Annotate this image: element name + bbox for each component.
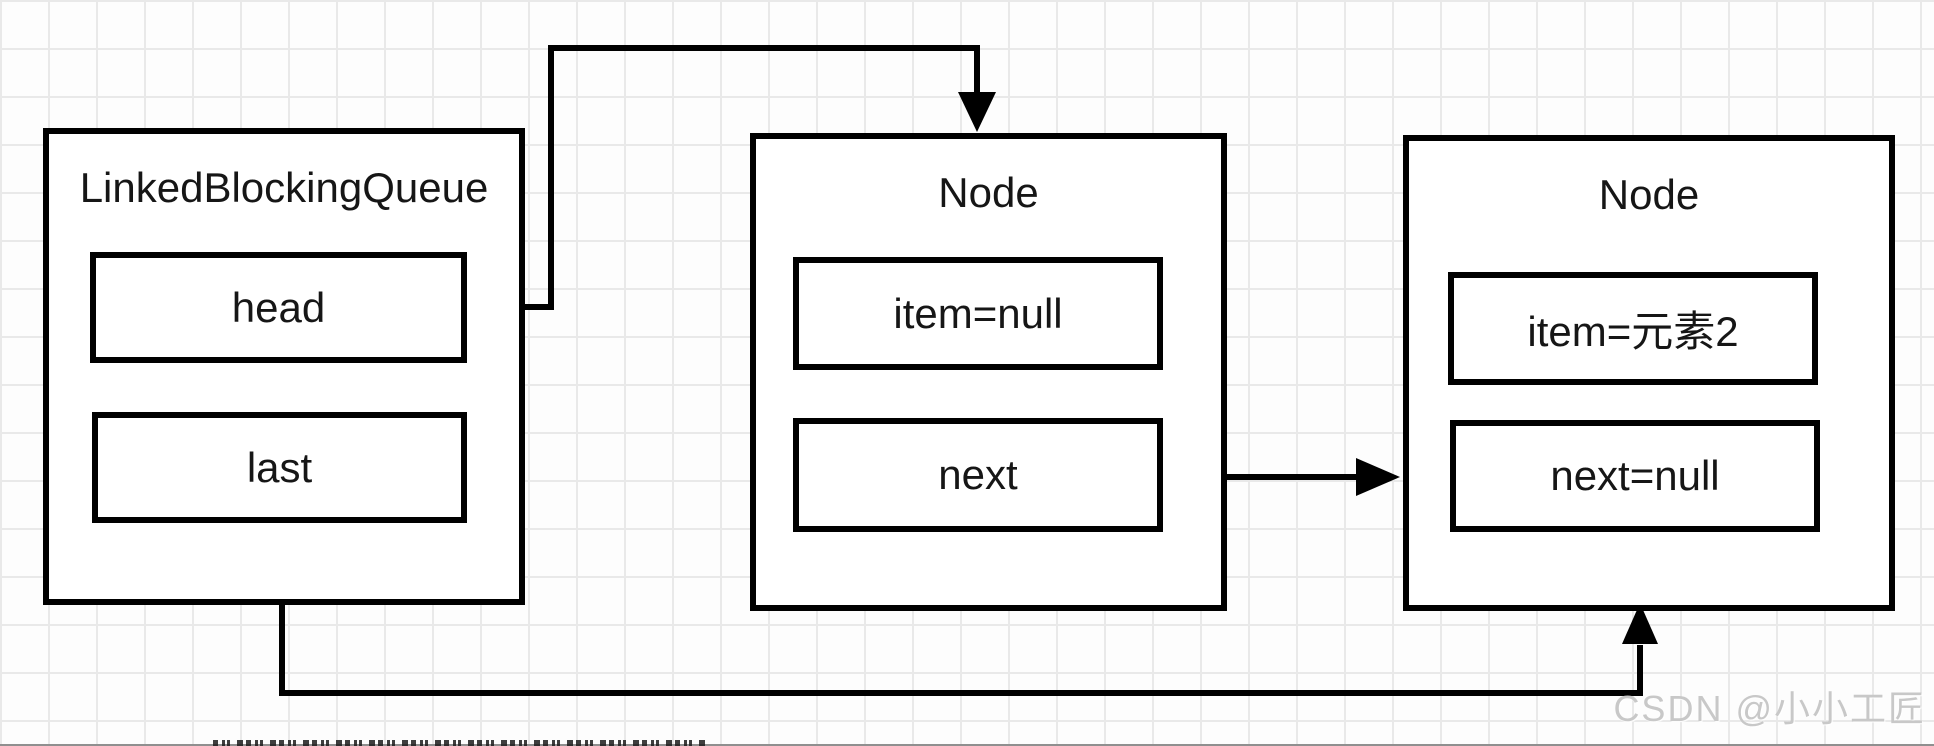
last-label: last bbox=[246, 443, 313, 491]
csdn-watermark: CSDN @小小工匠 bbox=[1613, 688, 1926, 729]
node2-next-field: next=null bbox=[1450, 420, 1820, 532]
arrowhead-right-icon bbox=[1356, 458, 1400, 496]
last-field: last bbox=[92, 412, 467, 523]
node2-item-label: item=元素2 bbox=[1527, 308, 1739, 355]
head-label: head bbox=[231, 283, 326, 331]
arrowhead-down-icon bbox=[958, 92, 996, 132]
node1-next-field: next bbox=[793, 418, 1163, 532]
node1-box: Node item=null next bbox=[750, 133, 1227, 611]
linkedblockingqueue-box: LinkedBlockingQueue head last bbox=[43, 128, 525, 605]
queue-title: LinkedBlockingQueue bbox=[79, 164, 489, 211]
node2-box: Node item=元素2 next=null bbox=[1403, 135, 1895, 611]
node1-next-label: next bbox=[938, 451, 1018, 498]
node2-next-label: next=null bbox=[1550, 452, 1720, 499]
node1-title: Node bbox=[938, 169, 1039, 216]
node2-item-field: item=元素2 bbox=[1448, 272, 1818, 385]
node2-title: Node bbox=[1598, 171, 1700, 218]
node1-item-field: item=null bbox=[793, 257, 1163, 370]
bottom-edge-rule bbox=[0, 744, 1934, 746]
head-field: head bbox=[90, 252, 467, 363]
clipped-text-artifact bbox=[213, 740, 707, 746]
node1-item-label: item=null bbox=[893, 289, 1063, 337]
